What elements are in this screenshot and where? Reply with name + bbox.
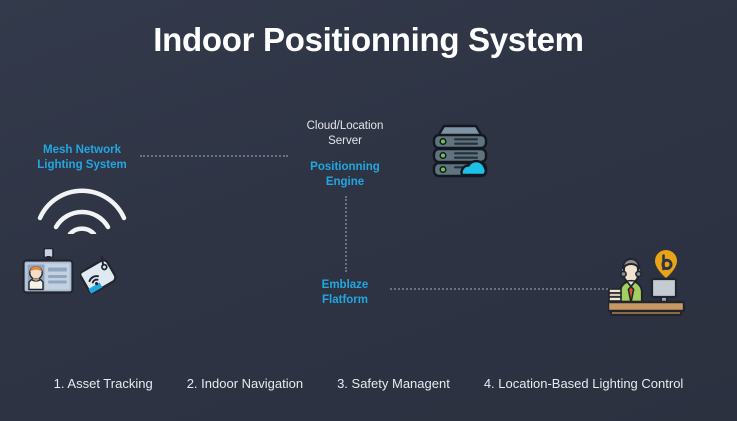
cloud-server-label-line2: Server (328, 135, 362, 147)
mesh-network-label-line1: Mesh Network (43, 144, 121, 156)
mesh-network-label-line2: Lighting System (37, 159, 127, 171)
wifi-signal-icon (37, 188, 127, 234)
footer-item-4[interactable]: 4. Location-Based Lighting Control (482, 376, 685, 391)
footer-item-2-number: 2. (186, 376, 198, 391)
beacon-tag-icon (80, 255, 117, 295)
page-title: Indoor Positionning System (153, 21, 584, 58)
footer-item-4-number: 4. (483, 376, 495, 391)
cloud-server-icon (432, 124, 488, 178)
connector-engine-to-platform (345, 196, 347, 272)
connector-platform-to-user (390, 288, 612, 290)
positioning-engine-label: Positionning Engine (283, 160, 407, 190)
positioning-engine-label-line2: Engine (325, 176, 365, 188)
emblaze-platform-label-line1: Emblaze (321, 279, 369, 291)
mesh-network-label: Mesh Network Lighting System (12, 143, 152, 173)
connector-mesh-to-cloud (140, 155, 288, 157)
footer-items: 1. Asset Tracking 2. Indoor Navigation 3… (0, 376, 737, 391)
emblaze-platform-label: Emblaze Flatform (283, 278, 407, 308)
footer-item-2-label: Indoor Navigation (201, 376, 304, 391)
emblaze-platform-label-line2: Flatform (322, 294, 368, 306)
footer-item-1-label: Asset Tracking (67, 376, 153, 391)
footer-item-2[interactable]: 2. Indoor Navigation (185, 376, 305, 391)
id-badge-icon (22, 248, 74, 294)
positioning-engine-label-line1: Positionning (310, 161, 380, 173)
footer-item-3[interactable]: 3. Safety Managent (335, 376, 452, 391)
footer-item-1[interactable]: 1. Asset Tracking (52, 376, 155, 391)
footer-item-1-number: 1. (53, 376, 65, 391)
location-pin-b-icon (655, 250, 677, 278)
footer-item-3-number: 3. (337, 376, 348, 391)
cloud-server-label: Cloud/Location Server (283, 119, 407, 149)
footer-item-3-label: Safety Managent (351, 376, 450, 391)
footer-item-4-label: Location-Based Lighting Control (498, 376, 684, 391)
cloud-server-label-line1: Cloud/Location (306, 120, 384, 132)
office-worker-desk-icon (608, 250, 686, 316)
